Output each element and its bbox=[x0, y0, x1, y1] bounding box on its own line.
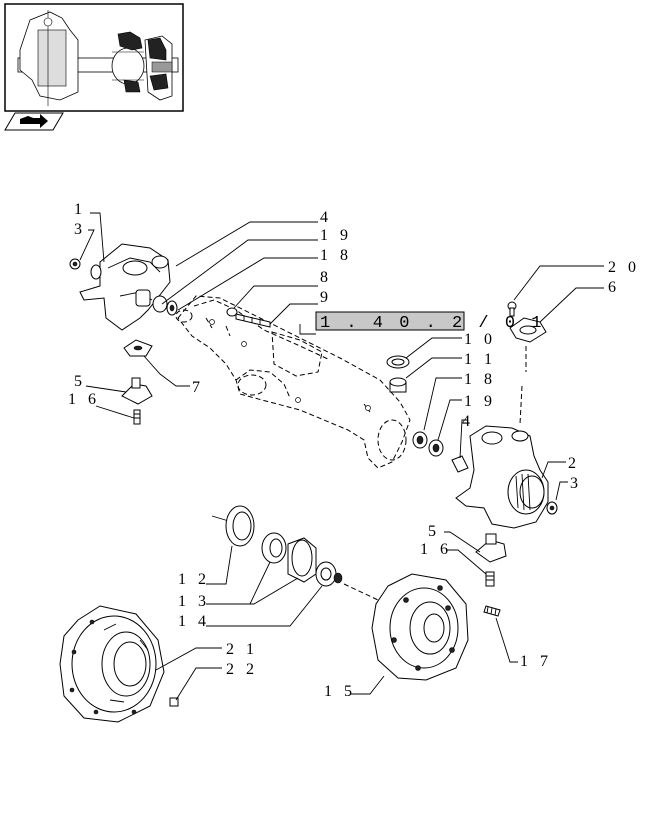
callout-7[interactable]: 7 bbox=[192, 379, 204, 396]
callout-11[interactable]: 1 1 bbox=[464, 351, 496, 368]
axle-beam bbox=[175, 295, 411, 469]
callout-15[interactable]: 1 5 bbox=[324, 683, 356, 700]
callout-6[interactable]: 6 bbox=[608, 279, 620, 296]
left-knuckle-parts[interactable] bbox=[69, 255, 178, 425]
reference-label: 1 . 4 0 . 2 / 0 1 bbox=[320, 314, 544, 333]
callout-1[interactable]: 1 bbox=[74, 201, 86, 218]
right-pivot-parts[interactable] bbox=[475, 301, 547, 587]
callout-17[interactable]: 1 7 bbox=[520, 653, 552, 670]
callout-labels: 1 3 4 1 9 1 8 8 9 2 0 6 1 0 1 1 1 8 1 9 … bbox=[68, 201, 640, 700]
callout-20[interactable]: 2 0 bbox=[608, 259, 640, 276]
wheel-hub[interactable] bbox=[371, 573, 501, 681]
callout-18[interactable]: 1 8 bbox=[320, 247, 352, 264]
callout-9[interactable]: 9 bbox=[320, 289, 332, 306]
callout-16[interactable]: 1 6 bbox=[68, 391, 100, 408]
callout-3b[interactable]: 3 bbox=[570, 475, 582, 492]
callout-5[interactable]: 5 bbox=[74, 373, 86, 390]
right-steering-knuckle[interactable] bbox=[455, 425, 558, 529]
callout-16b[interactable]: 1 6 bbox=[420, 541, 452, 558]
hub-bearings[interactable] bbox=[211, 505, 379, 601]
callout-4b[interactable]: 4 bbox=[462, 413, 474, 430]
callout-19[interactable]: 1 9 bbox=[320, 227, 352, 244]
callout-8[interactable]: 8 bbox=[320, 269, 332, 286]
catalog-reference[interactable]: 1 . 4 0 . 2 / 0 1 bbox=[315, 311, 544, 333]
callout-22[interactable]: 2 2 bbox=[226, 661, 258, 678]
callout-13[interactable]: 1 3 bbox=[178, 593, 210, 610]
leader-lines bbox=[79, 212, 604, 701]
callout-2[interactable]: 2 bbox=[568, 455, 580, 472]
right-bushings[interactable] bbox=[386, 355, 469, 473]
assembly-thumbnail[interactable] bbox=[4, 3, 184, 112]
callout-12[interactable]: 1 2 bbox=[178, 571, 210, 588]
callout-21[interactable]: 2 1 bbox=[226, 641, 258, 658]
callout-18b[interactable]: 1 8 bbox=[464, 371, 496, 388]
callout-3[interactable]: 3 bbox=[74, 221, 86, 238]
brake-drum[interactable] bbox=[59, 605, 179, 723]
book-arrow-icon[interactable] bbox=[4, 112, 64, 131]
callout-19b[interactable]: 1 9 bbox=[464, 393, 496, 410]
pin-and-bolt[interactable] bbox=[226, 307, 271, 328]
left-steering-knuckle[interactable] bbox=[79, 243, 171, 331]
callout-5b[interactable]: 5 bbox=[428, 523, 440, 540]
callout-14[interactable]: 1 4 bbox=[178, 613, 210, 630]
callout-10[interactable]: 1 0 bbox=[464, 331, 496, 348]
callout-4[interactable]: 4 bbox=[320, 209, 332, 226]
